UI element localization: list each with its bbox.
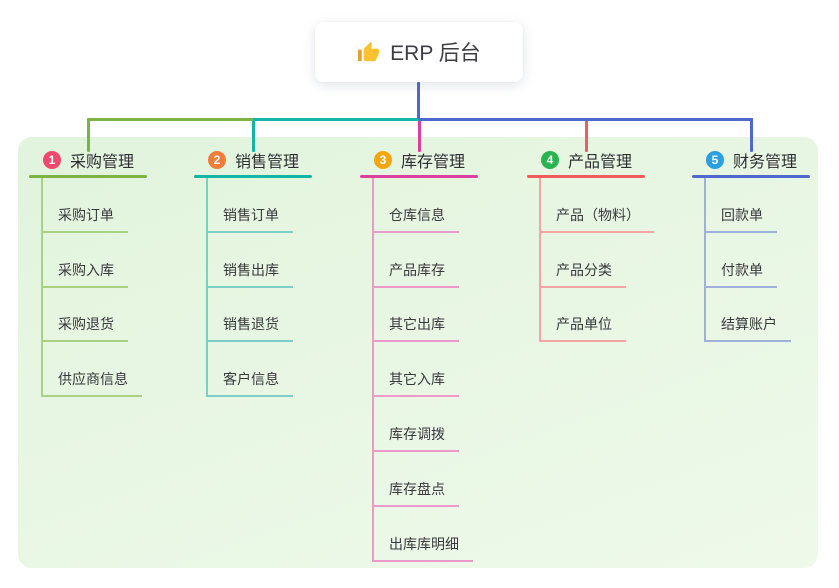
branch-node-label: 财务管理	[733, 154, 798, 171]
connector-drop-5	[749, 118, 753, 152]
child-node-label: 销售订单	[206, 205, 293, 233]
branch-column-5: 5 财务管理 回款单付款单结算账户	[692, 145, 839, 343]
child-node[interactable]: 产品分类	[539, 233, 687, 288]
child-node-label: 付款单	[704, 260, 777, 288]
child-node[interactable]: 其它入库	[372, 342, 520, 398]
branch-underline	[194, 175, 312, 178]
connector-vertical-line	[372, 178, 374, 562]
branch-node-2[interactable]: 2 销售管理	[194, 145, 354, 175]
child-node[interactable]: 供应商信息	[41, 342, 189, 398]
child-node-label: 结算账户	[704, 314, 791, 343]
child-node-label: 其它入库	[372, 369, 459, 398]
connector-horizontal-mid	[253, 118, 419, 121]
connector-vertical-line	[41, 178, 43, 398]
child-node-label: 销售退货	[206, 314, 293, 343]
child-node-label: 产品分类	[539, 260, 626, 288]
branch-node-label: 采购管理	[70, 154, 135, 171]
branch-column-4: 4 产品管理 产品（物料） 产品分类产品单位	[527, 145, 687, 343]
child-node-label: 库存调拨	[372, 424, 459, 452]
child-node-label: 采购退货	[41, 314, 128, 343]
priority-badge: 4	[541, 151, 559, 169]
child-node[interactable]: 销售出库	[206, 233, 354, 288]
branch-column-1: 1 采购管理 采购订单采购入库采购退货供应商信息	[29, 145, 189, 398]
branch-children: 产品（物料） 产品分类产品单位	[539, 178, 687, 343]
priority-badge: 5	[706, 151, 724, 169]
branch-underline	[527, 175, 645, 178]
child-node-label: 其它出库	[372, 314, 459, 343]
branch-children: 回款单付款单结算账户	[704, 178, 839, 343]
child-node[interactable]: 客户信息	[206, 342, 354, 398]
priority-badge: 2	[208, 151, 226, 169]
branch-children: 仓库信息产品库存其它出库其它入库库存调拨库存盘点出库库明细	[372, 178, 520, 562]
branch-node-3[interactable]: 3 库存管理	[360, 145, 520, 175]
thumbs-up-icon	[357, 41, 380, 64]
branch-node-5[interactable]: 5 财务管理	[692, 145, 839, 175]
branch-node-label: 销售管理	[235, 154, 300, 171]
branch-node-1[interactable]: 1 采购管理	[29, 145, 189, 175]
child-node[interactable]: 库存盘点	[372, 452, 520, 507]
branch-node-4[interactable]: 4 产品管理	[527, 145, 687, 175]
child-node[interactable]: 销售订单	[206, 178, 354, 233]
child-node-label: 产品（物料）	[539, 205, 654, 233]
child-node-label: 库存盘点	[372, 479, 459, 507]
branch-column-2: 2 销售管理 销售订单销售出库销售退货客户信息	[194, 145, 354, 398]
branch-node-label: 库存管理	[401, 154, 466, 171]
child-node[interactable]: 采购退货	[41, 288, 189, 343]
branch-node-label: 产品管理	[568, 154, 633, 171]
child-node[interactable]: 采购订单	[41, 178, 189, 233]
branch-underline	[692, 175, 810, 178]
child-node-label: 产品库存	[372, 260, 459, 288]
branch-column-3: 3 库存管理 仓库信息产品库存其它出库其它入库库存调拨库存盘点出库库明细	[360, 145, 520, 562]
branch-underline	[360, 175, 478, 178]
connector-horizontal-right	[419, 118, 753, 121]
branch-underline	[29, 175, 147, 178]
child-node[interactable]: 出库库明细	[372, 507, 520, 562]
child-node-label: 回款单	[704, 205, 777, 233]
connector-drop-1	[86, 118, 90, 152]
connector-drop-4	[584, 118, 588, 152]
connector-root-stem	[417, 82, 420, 119]
child-node[interactable]: 采购入库	[41, 233, 189, 288]
child-node-label: 采购入库	[41, 260, 128, 288]
connector-vertical-line	[206, 178, 208, 398]
child-node-label: 客户信息	[206, 369, 293, 398]
child-node[interactable]: 产品单位	[539, 288, 687, 343]
priority-badge: 3	[374, 151, 392, 169]
child-node[interactable]: 产品（物料）	[539, 178, 687, 233]
child-node[interactable]: 销售退货	[206, 288, 354, 343]
child-node-label: 采购订单	[41, 205, 128, 233]
connector-vertical-line	[539, 178, 541, 343]
connector-vertical-line	[704, 178, 706, 343]
canvas-panel	[18, 137, 818, 568]
child-node-label: 产品单位	[539, 314, 626, 343]
child-node[interactable]: 产品库存	[372, 233, 520, 288]
child-node[interactable]: 库存调拨	[372, 397, 520, 452]
priority-badge: 1	[43, 151, 61, 169]
child-node[interactable]: 回款单	[704, 178, 839, 233]
child-node[interactable]: 其它出库	[372, 288, 520, 343]
child-node-label: 仓库信息	[372, 205, 459, 233]
child-node[interactable]: 付款单	[704, 233, 839, 288]
connector-drop-3	[417, 118, 421, 152]
child-node-label: 销售出库	[206, 260, 293, 288]
child-node[interactable]: 仓库信息	[372, 178, 520, 233]
root-node-erp[interactable]: ERP 后台	[315, 22, 523, 82]
root-node-label: ERP 后台	[390, 42, 481, 65]
branch-children: 采购订单采购入库采购退货供应商信息	[41, 178, 189, 398]
child-node[interactable]: 结算账户	[704, 288, 839, 343]
connector-drop-2	[251, 118, 255, 152]
child-node-label: 出库库明细	[372, 534, 473, 562]
connector-horizontal-left	[88, 118, 253, 121]
child-node-label: 供应商信息	[41, 369, 142, 398]
branch-children: 销售订单销售出库销售退货客户信息	[206, 178, 354, 398]
